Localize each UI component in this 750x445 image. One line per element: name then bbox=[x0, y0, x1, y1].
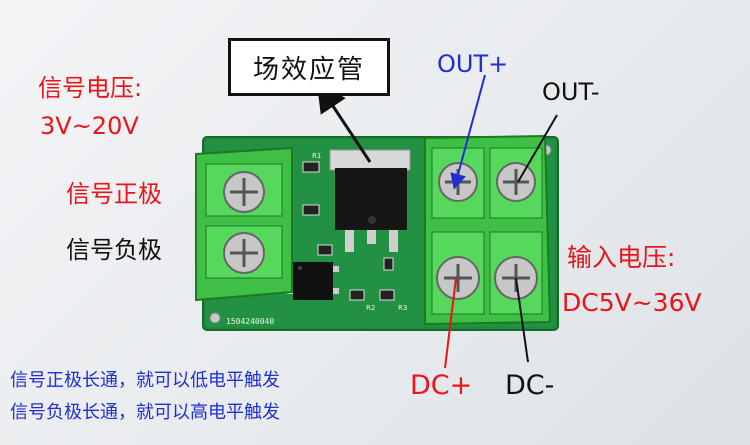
mosfet-label-box: 场效应管 bbox=[228, 38, 390, 96]
optocoupler bbox=[287, 262, 339, 300]
out-plus-label: OUT+ bbox=[437, 50, 509, 78]
input-voltage-title: 输入电压: bbox=[567, 243, 676, 272]
note-line-2: 信号负极长通，就可以高电平触发 bbox=[10, 402, 280, 423]
mosfet-arrow bbox=[316, 81, 372, 163]
dc-minus-label: DC- bbox=[505, 370, 555, 401]
dc-minus-line bbox=[515, 277, 529, 363]
pcb-serial: 1504240040 bbox=[226, 317, 274, 326]
signal-positive-label: 信号正极 bbox=[66, 180, 162, 208]
out-minus-line bbox=[517, 114, 558, 183]
power-terminal-block bbox=[424, 134, 552, 326]
dc-plus-label: DC+ bbox=[410, 370, 473, 401]
silk-r3: R3 bbox=[398, 304, 407, 312]
silk-r1: R1 bbox=[312, 152, 321, 160]
mosfet-component bbox=[329, 149, 411, 252]
dc-plus-line bbox=[444, 277, 457, 369]
out-plus-arrow bbox=[450, 74, 486, 190]
signal-voltage-title: 信号电压: bbox=[38, 74, 143, 102]
silk-r2: R2 bbox=[366, 304, 375, 312]
out-minus-label: OUT- bbox=[542, 78, 600, 106]
signal-terminal-block bbox=[195, 146, 293, 302]
signal-voltage-value: 3V~20V bbox=[40, 112, 139, 140]
input-voltage-value: DC5V~36V bbox=[562, 288, 702, 317]
signal-negative-label: 信号负极 bbox=[66, 236, 162, 264]
smd-parts bbox=[302, 161, 395, 301]
note-line-1: 信号正极长通，就可以低电平触发 bbox=[10, 370, 280, 391]
mosfet-label: 场效应管 bbox=[252, 54, 365, 85]
